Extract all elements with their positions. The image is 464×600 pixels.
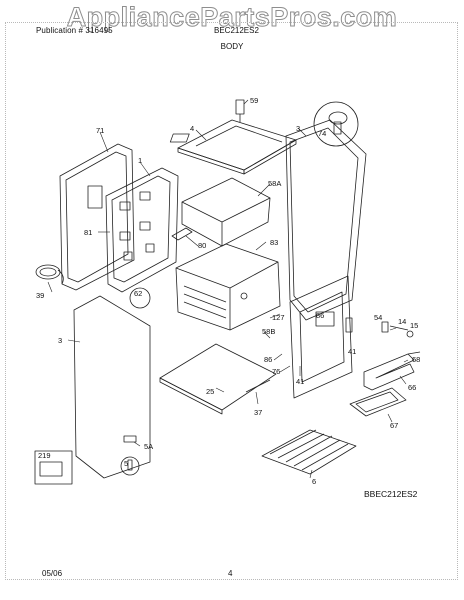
label-58a: 58A [268,179,281,188]
oven-cavity-top [181,177,271,247]
front-frame [289,275,353,399]
page-number: 4 [228,569,233,578]
sensor-parts [381,321,414,338]
left-side-panel [73,295,151,479]
part-219-box [34,450,73,485]
inner-back-panel [105,167,179,293]
label-3-top: 3 [296,124,300,133]
label-127: 127 [272,313,285,322]
label-80: 80 [198,241,206,250]
label-59: 59 [250,96,258,105]
label-5: 5 [124,459,128,468]
label-6: 6 [312,477,316,486]
label-74: 74 [318,129,326,138]
label-86: 86 [264,355,272,364]
label-15: 15 [410,321,418,330]
label-83: 83 [270,238,278,247]
label-3-left: 3 [58,336,62,345]
part-62-callout [129,287,151,309]
section-title: BODY [220,42,244,51]
label-4: 4 [190,124,194,133]
page-frame [5,22,458,580]
label-41-top: 41 [348,347,356,356]
bake-element [363,351,421,391]
footer-date: 05/06 [42,569,63,578]
label-81: 81 [84,228,92,237]
leader-lines [47,99,409,479]
label-66: 66 [408,383,416,392]
watermark: AppliancePartsPros.com [66,2,398,33]
right-side-panel [285,119,367,321]
label-67: 67 [390,421,398,430]
model-number: BEC212ES2 [214,26,259,35]
bottom-tray [159,343,277,415]
label-86-door: 86 [316,311,324,320]
label-58b: 58B [262,327,275,336]
oven-cavity [175,243,281,331]
label-54: 54 [374,313,382,322]
label-71: 71 [96,126,104,135]
leveling-leg [120,435,140,476]
clip-part [235,99,245,122]
label-37: 37 [254,408,262,417]
label-41: 41 [296,377,304,386]
knob-part [313,101,359,147]
label-14: 14 [398,317,406,326]
diagram-code: BBEC212ES2 [364,489,418,499]
publication-number: Publication # 316495 [36,26,113,35]
label-25: 25 [206,387,214,396]
label-1: 1 [138,156,142,165]
label-219: 219 [38,451,51,460]
rod-part [245,379,271,393]
bracket-part [171,227,193,241]
label-39: 39 [36,291,44,300]
label-76: 76 [272,367,280,376]
label-68: 68 [412,355,420,364]
label-5a: 5A [144,442,153,451]
oven-rack [261,429,357,475]
broil-element [349,387,407,417]
label-62: 62 [134,289,142,298]
power-cord [35,264,64,285]
